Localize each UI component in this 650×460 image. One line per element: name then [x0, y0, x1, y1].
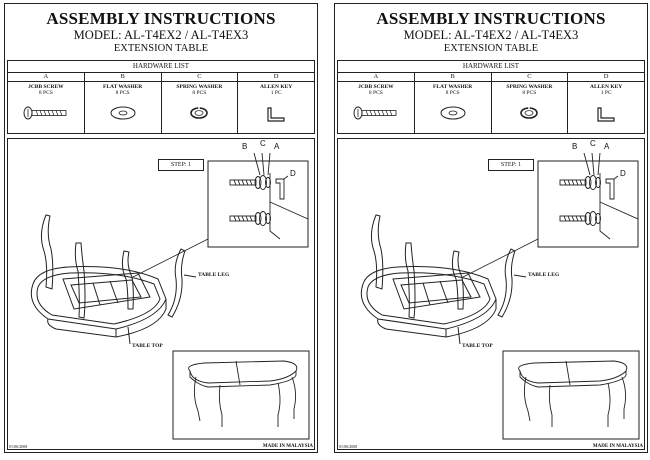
- flat-washer-icon: [440, 106, 466, 120]
- instruction-sheet-left: ASSEMBLY INSTRUCTIONS MODEL: AL-T4EX2 / …: [4, 3, 318, 453]
- spring-washer-icon: [520, 107, 539, 119]
- part-name: SPRING WASHER: [506, 84, 553, 90]
- hardware-parts-row: JCBB SCREW 8 PCS FLAT WASHER 8 PCS SPR: [8, 81, 314, 134]
- part-name: JCBB SCREW: [28, 84, 64, 90]
- allen-key-icon: [597, 107, 615, 122]
- callout-d: D: [290, 169, 296, 178]
- document-code: 01/06/2008: [339, 444, 358, 449]
- table-leg-label: TABLE LEG: [198, 272, 230, 278]
- hardware-parts-row: JCBB SCREW 8 PCS FLAT WASHER 8 PCS SPR: [338, 81, 644, 134]
- hardware-letter: D: [603, 73, 609, 80]
- step-label: STEP: 1: [158, 159, 204, 171]
- part-quantity: 1 PC: [270, 90, 282, 96]
- hardware-part-b: FLAT WASHER 8 PCS: [85, 81, 162, 134]
- hardware-letter: D: [273, 73, 279, 80]
- hardware-list-table: HARDWARE LIST A B C D JCBB SCREW 8 PCS F…: [337, 60, 645, 134]
- callout-a: A: [274, 142, 280, 151]
- callout-a: A: [604, 142, 610, 151]
- made-in-label: MADE IN MALAYSIA: [592, 444, 643, 449]
- part-name: FLAT WASHER: [432, 84, 473, 90]
- callout-b: B: [242, 142, 248, 151]
- hardware-letter: B: [85, 72, 162, 81]
- table-assembly-illustration: [360, 152, 640, 440]
- hardware-letter: C: [162, 72, 239, 81]
- part-quantity: 8 PCS: [115, 90, 130, 96]
- hardware-letter: C: [492, 72, 569, 81]
- jcbb-screw-icon: [353, 106, 397, 120]
- callout-b: B: [572, 142, 578, 151]
- sheet-title: ASSEMBLY INSTRUCTIONS: [376, 9, 606, 28]
- spring-washer-icon: [190, 107, 209, 119]
- part-name: SPRING WASHER: [176, 84, 223, 90]
- table-leg-label: TABLE LEG: [528, 272, 560, 278]
- flat-washer-icon: [110, 106, 136, 120]
- part-quantity: 1 PC: [600, 90, 612, 96]
- model-number: MODEL: AL-T4EX2 / AL-T4EX3: [73, 28, 249, 42]
- hardware-letter: A: [8, 72, 85, 81]
- table-top-label: TABLE TOP: [132, 343, 163, 349]
- part-quantity: 8 PCS: [445, 90, 460, 96]
- callout-c: C: [260, 139, 266, 148]
- hardware-part-d: ALLEN KEY 1 PC: [238, 81, 314, 134]
- step-1-diagram: STEP: 1 B C A D TABLE LEG TABLE TOP: [337, 138, 645, 450]
- callout-c: C: [590, 139, 596, 148]
- model-number: MODEL: AL-T4EX2 / AL-T4EX3: [403, 28, 579, 42]
- part-name: FLAT WASHER: [102, 84, 143, 90]
- part-name: ALLEN KEY: [260, 84, 293, 90]
- part-quantity: 8 PCS: [38, 90, 53, 96]
- hardware-part-b: FLAT WASHER 8 PCS: [415, 81, 492, 134]
- hardware-part-c: SPRING WASHER 8 PCS: [492, 81, 569, 134]
- part-quantity: 8 PCS: [192, 90, 207, 96]
- hardware-letter: B: [415, 72, 492, 81]
- product-name: EXTENSION TABLE: [443, 43, 539, 54]
- step-1-diagram: STEP: 1 B C A D TABLE LEG TABLE TOP: [7, 138, 315, 450]
- hardware-part-c: SPRING WASHER 8 PCS: [162, 81, 239, 134]
- step-label: STEP: 1: [488, 159, 534, 171]
- hardware-part-a: JCBB SCREW 8 PCS: [8, 81, 85, 134]
- sheet-title: ASSEMBLY INSTRUCTIONS: [46, 9, 276, 28]
- part-quantity: 8 PCS: [368, 90, 383, 96]
- made-in-label: MADE IN MALAYSIA: [262, 444, 313, 449]
- allen-key-icon: [267, 107, 285, 122]
- table-assembly-illustration: [30, 152, 310, 440]
- part-name: ALLEN KEY: [590, 84, 623, 90]
- part-name: JCBB SCREW: [358, 84, 394, 90]
- part-quantity: 8 PCS: [522, 90, 537, 96]
- hardware-part-a: JCBB SCREW 8 PCS: [338, 81, 415, 134]
- table-top-label: TABLE TOP: [462, 343, 493, 349]
- document-code: 01/06/2008: [9, 444, 28, 449]
- instruction-sheet-right: ASSEMBLY INSTRUCTIONS MODEL: AL-T4EX2 / …: [334, 3, 648, 453]
- product-name: EXTENSION TABLE: [113, 43, 209, 54]
- hardware-list-table: HARDWARE LIST A B C D JCBB SCREW 8 PCS F…: [7, 60, 315, 134]
- hardware-part-d: ALLEN KEY 1 PC: [568, 81, 644, 134]
- hardware-letter: A: [338, 72, 415, 81]
- jcbb-screw-icon: [23, 106, 67, 120]
- callout-d: D: [620, 169, 626, 178]
